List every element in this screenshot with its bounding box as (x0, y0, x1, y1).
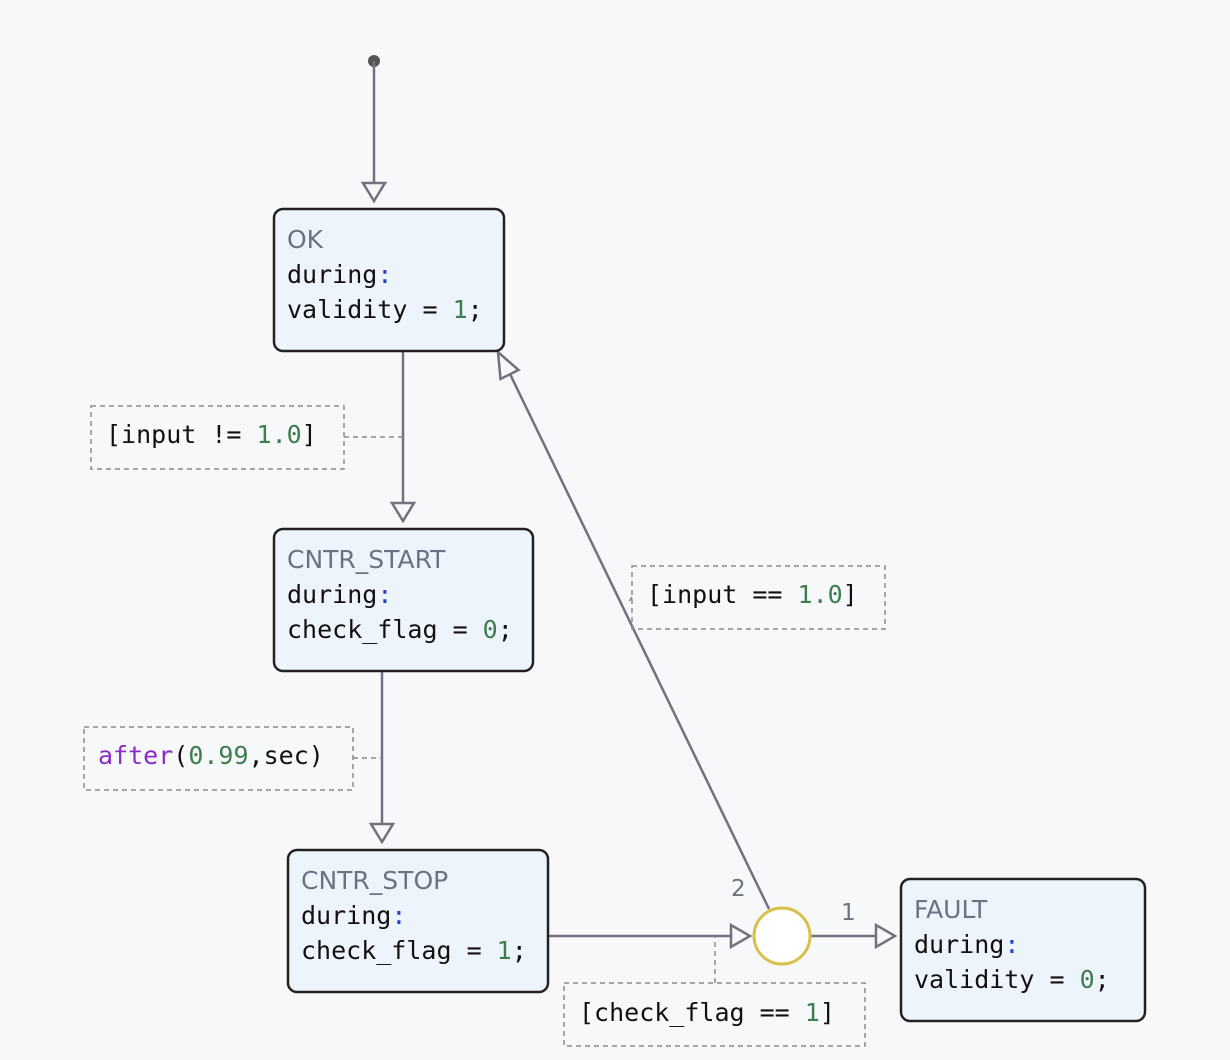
state-ok[interactable]: OK during: validity = 1; (272, 207, 506, 353)
state-action-keyword: during: (287, 260, 392, 289)
guard-input-not-equal[interactable]: [input != 1.0] (90, 405, 403, 470)
state-cntr-start[interactable]: CNTR_START during: check_flag = 0; (272, 527, 535, 673)
arrowhead-icon (389, 501, 417, 524)
state-name: CNTR_STOP (301, 866, 448, 895)
guard-after-timer[interactable]: after(0.99,sec) (83, 726, 382, 791)
state-action-keyword: during: (301, 901, 406, 930)
transition-junction-to-ok (508, 373, 771, 910)
state-action: validity = 1; (287, 295, 483, 324)
arrowhead-icon (874, 922, 898, 950)
order-label-to-fault: 1 (841, 900, 856, 926)
state-action: check_flag = 0; (287, 615, 513, 644)
state-action-keyword: during: (287, 580, 392, 609)
connective-junction[interactable] (752, 906, 812, 966)
arrowhead-icon (368, 822, 396, 845)
order-label-to-ok: 2 (731, 876, 746, 902)
state-action: validity = 0; (914, 965, 1110, 994)
arrowhead-icon (729, 922, 753, 950)
guard-check-flag-equal[interactable]: [check_flag == 1] (563, 936, 866, 1047)
state-action-keyword: during: (914, 930, 1019, 959)
state-name: FAULT (914, 895, 988, 924)
state-fault[interactable]: FAULT during: validity = 0; (899, 877, 1147, 1023)
state-name: OK (287, 225, 324, 254)
arrowhead-icon (496, 348, 521, 381)
guard-label: [input != 1.0] (106, 420, 317, 449)
state-name: CNTR_START (287, 545, 446, 574)
guard-label: after(0.99,sec) (98, 741, 324, 770)
state-action: check_flag = 1; (301, 936, 527, 965)
guard-label: [check_flag == 1] (579, 998, 835, 1027)
arrowhead-icon (360, 181, 388, 204)
guard-input-equal[interactable]: [input == 1.0] (627, 565, 886, 630)
guard-label: [input == 1.0] (647, 580, 858, 609)
state-cntr-stop[interactable]: CNTR_STOP during: check_flag = 1; (286, 848, 550, 994)
